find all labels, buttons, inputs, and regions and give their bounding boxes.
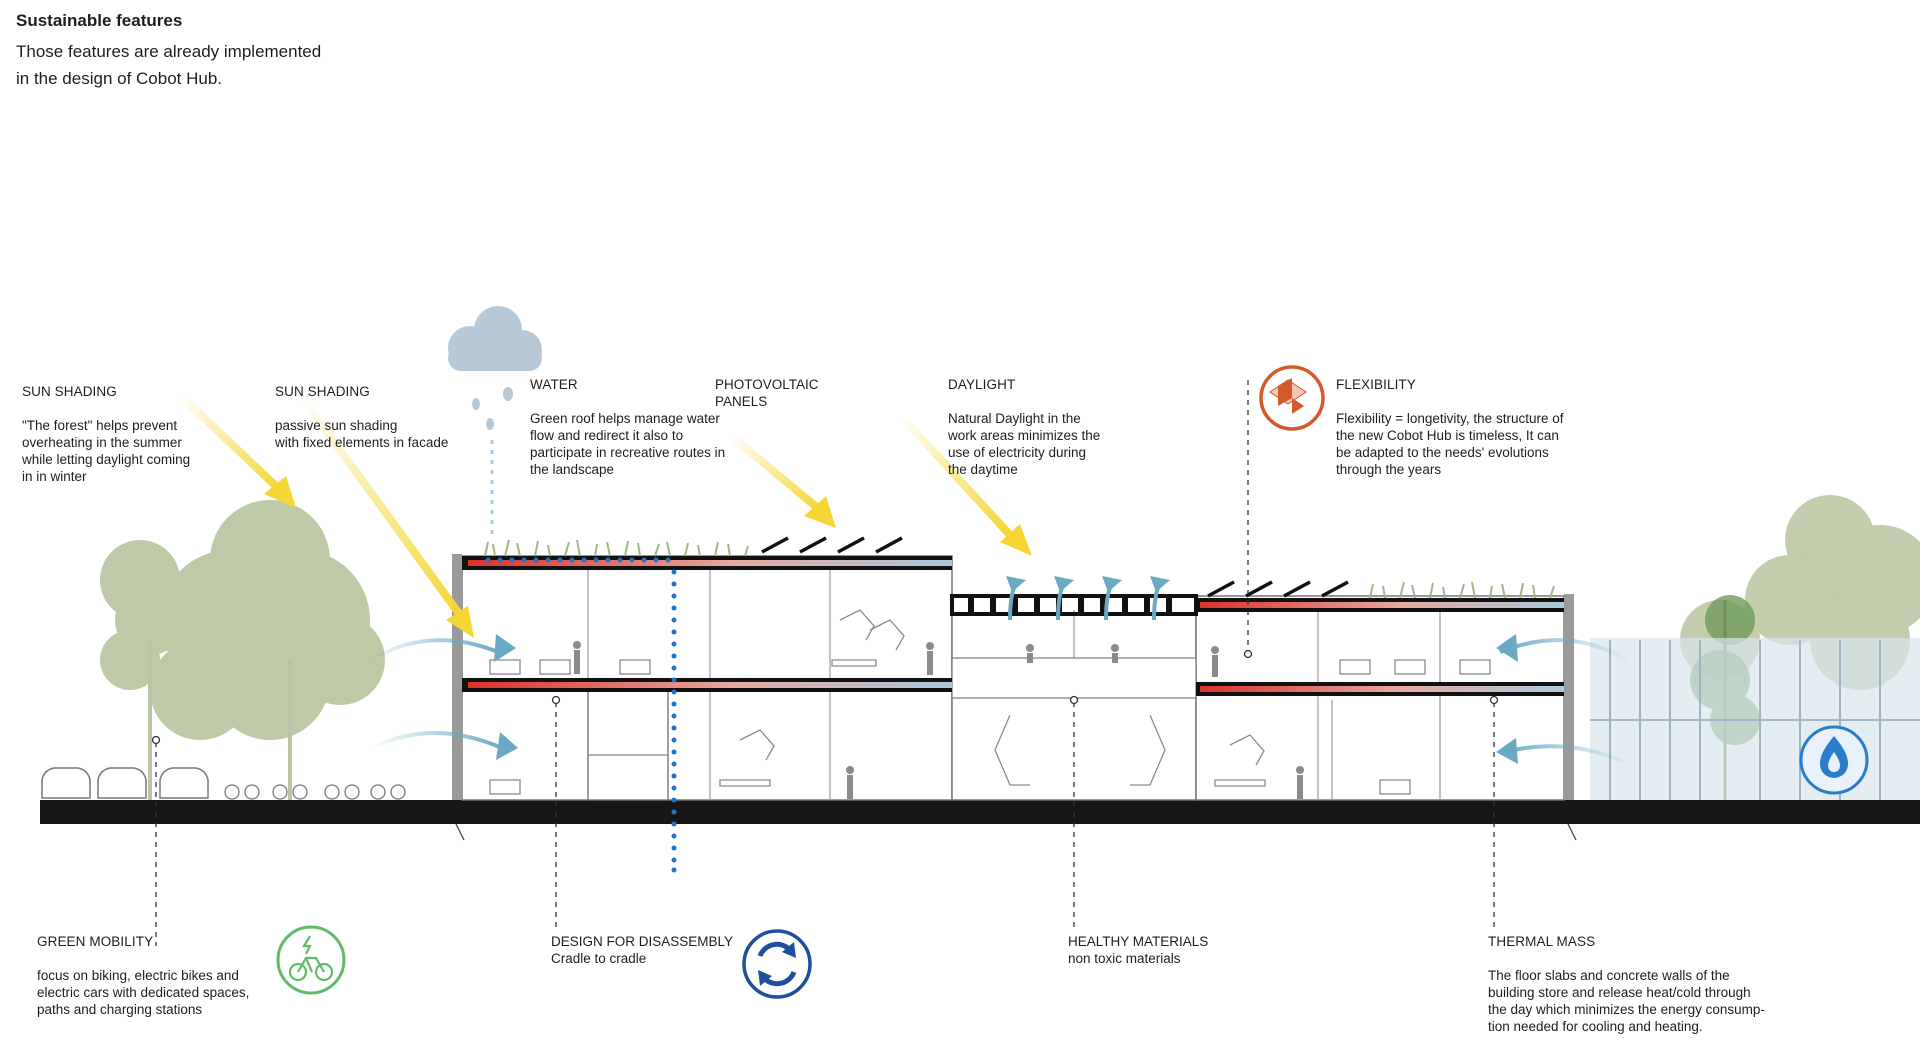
feature-desc-line: while letting daylight coming — [22, 452, 191, 467]
green-roof — [484, 539, 1555, 599]
feature-title: HEALTHY MATERIALS — [1068, 934, 1209, 949]
subtitle-line2: in the design of Cobot Hub. — [16, 69, 223, 88]
feature-desc-line: work areas minimizes the — [948, 428, 1101, 443]
leader-dots — [151, 649, 1499, 745]
feature-desc-line: electric cars with dedicated spaces, — [37, 985, 250, 1000]
parked-bikes — [224, 784, 406, 800]
feature-desc-line: be adapted to the needs' evolutions — [1336, 445, 1549, 460]
feature-sun-shading-forest: SUN SHADING "The forest" helps prevent o… — [22, 383, 222, 485]
feature-water: WATER Green roof helps manage water flow… — [530, 376, 760, 478]
feature-desc-line: the daytime — [948, 462, 1018, 477]
feature-desc-line: overheating in the summer — [22, 435, 182, 450]
feature-title: PHOTOVOLTAIC — [715, 377, 819, 392]
feature-green-mobility: GREEN MOBILITY focus on biking, electric… — [37, 933, 287, 1018]
rain-drops — [472, 387, 513, 430]
feature-desc-line: building store and release heat/cold thr… — [1488, 985, 1751, 1000]
feature-desc-line: use of electricity during — [948, 445, 1087, 460]
foundation-ticks — [455, 823, 1577, 841]
feature-desc-line: through the years — [1336, 462, 1442, 477]
feature-flexibility: FLEXIBILITY Flexibility = longetivity, t… — [1336, 376, 1616, 478]
feature-desc-line: Flexibility = longetivity, the structure… — [1336, 411, 1564, 426]
page-title: Sustainable features — [16, 11, 183, 30]
photovoltaic-panels — [761, 536, 1349, 598]
feature-sun-shading-passive: SUN SHADING passive sun shading with fix… — [275, 383, 475, 451]
feature-thermal-mass: THERMAL MASS The floor slabs and concret… — [1488, 933, 1818, 1035]
feature-desc-line: flow and redirect it also to — [530, 428, 684, 443]
ground-line — [40, 800, 1920, 824]
feature-subtitle: Cradle to cradle — [551, 951, 647, 966]
subtitle-line1: Those features are already implemented — [16, 42, 322, 61]
feature-title: THERMAL MASS — [1488, 934, 1596, 949]
water-flame-icon — [1799, 725, 1869, 795]
feature-title: SUN SHADING — [275, 384, 370, 399]
feature-healthy-materials: HEALTHY MATERIALS non toxic materials — [1068, 933, 1288, 967]
airflow-arrows — [366, 576, 1632, 767]
feature-title: PANELS — [715, 394, 768, 409]
feature-photovoltaic: PHOTOVOLTAIC PANELS — [715, 376, 865, 410]
feature-desc-line: focus on biking, electric bikes and — [37, 968, 239, 983]
leader-lines — [155, 380, 1495, 946]
glazed-pavilion — [1590, 638, 1920, 800]
feature-title: GREEN MOBILITY — [37, 934, 154, 949]
forest-trees — [100, 500, 385, 740]
feature-desc-line: tion needed for cooling and heating. — [1488, 1019, 1703, 1034]
recycle-arrows-icon — [742, 929, 812, 999]
feature-desc-line: "The forest" helps prevent — [22, 418, 178, 433]
interior-furniture — [489, 609, 1491, 795]
feature-desc-line: the day which minimizes the energy consu… — [1488, 1002, 1765, 1017]
feature-desc-line: passive sun shading — [275, 418, 398, 433]
header: Sustainable features Those features are … — [16, 10, 436, 92]
water-flow-dots — [485, 557, 677, 873]
parked-cars — [41, 767, 209, 799]
people-figures — [573, 641, 1304, 799]
feature-desc-line: Natural Daylight in the — [948, 411, 1081, 426]
feature-desc-line: with fixed elements in facade — [275, 435, 449, 450]
feature-desc-line: in in winter — [22, 469, 87, 484]
feature-title: FLEXIBILITY — [1336, 377, 1416, 392]
feature-disassembly: DESIGN FOR DISASSEMBLY Cradle to cradle — [551, 933, 771, 967]
feature-subtitle: non toxic materials — [1068, 951, 1181, 966]
feature-desc-line: the landscape — [530, 462, 615, 477]
feature-desc-line: paths and charging stations — [37, 1002, 203, 1017]
cloud-icon — [448, 306, 542, 371]
feature-desc-line: the new Cobot Hub is timeless, It can — [1336, 428, 1559, 443]
feature-daylight: DAYLIGHT Natural Daylight in the work ar… — [948, 376, 1148, 478]
feature-title: DESIGN FOR DISASSEMBLY — [551, 934, 734, 949]
feature-desc-line: Green roof helps manage water — [530, 411, 720, 426]
electric-bike-icon — [276, 925, 346, 995]
feature-title: SUN SHADING — [22, 384, 117, 399]
feature-title: DAYLIGHT — [948, 377, 1016, 392]
feature-desc-line: The floor slabs and concrete walls of th… — [1488, 968, 1730, 983]
feature-desc-line: participate in recreative routes in — [530, 445, 726, 460]
feature-title: WATER — [530, 377, 578, 392]
sun-arrows — [177, 392, 1032, 638]
modular-structure-icon — [1259, 365, 1325, 431]
tree-trunks — [148, 640, 292, 800]
